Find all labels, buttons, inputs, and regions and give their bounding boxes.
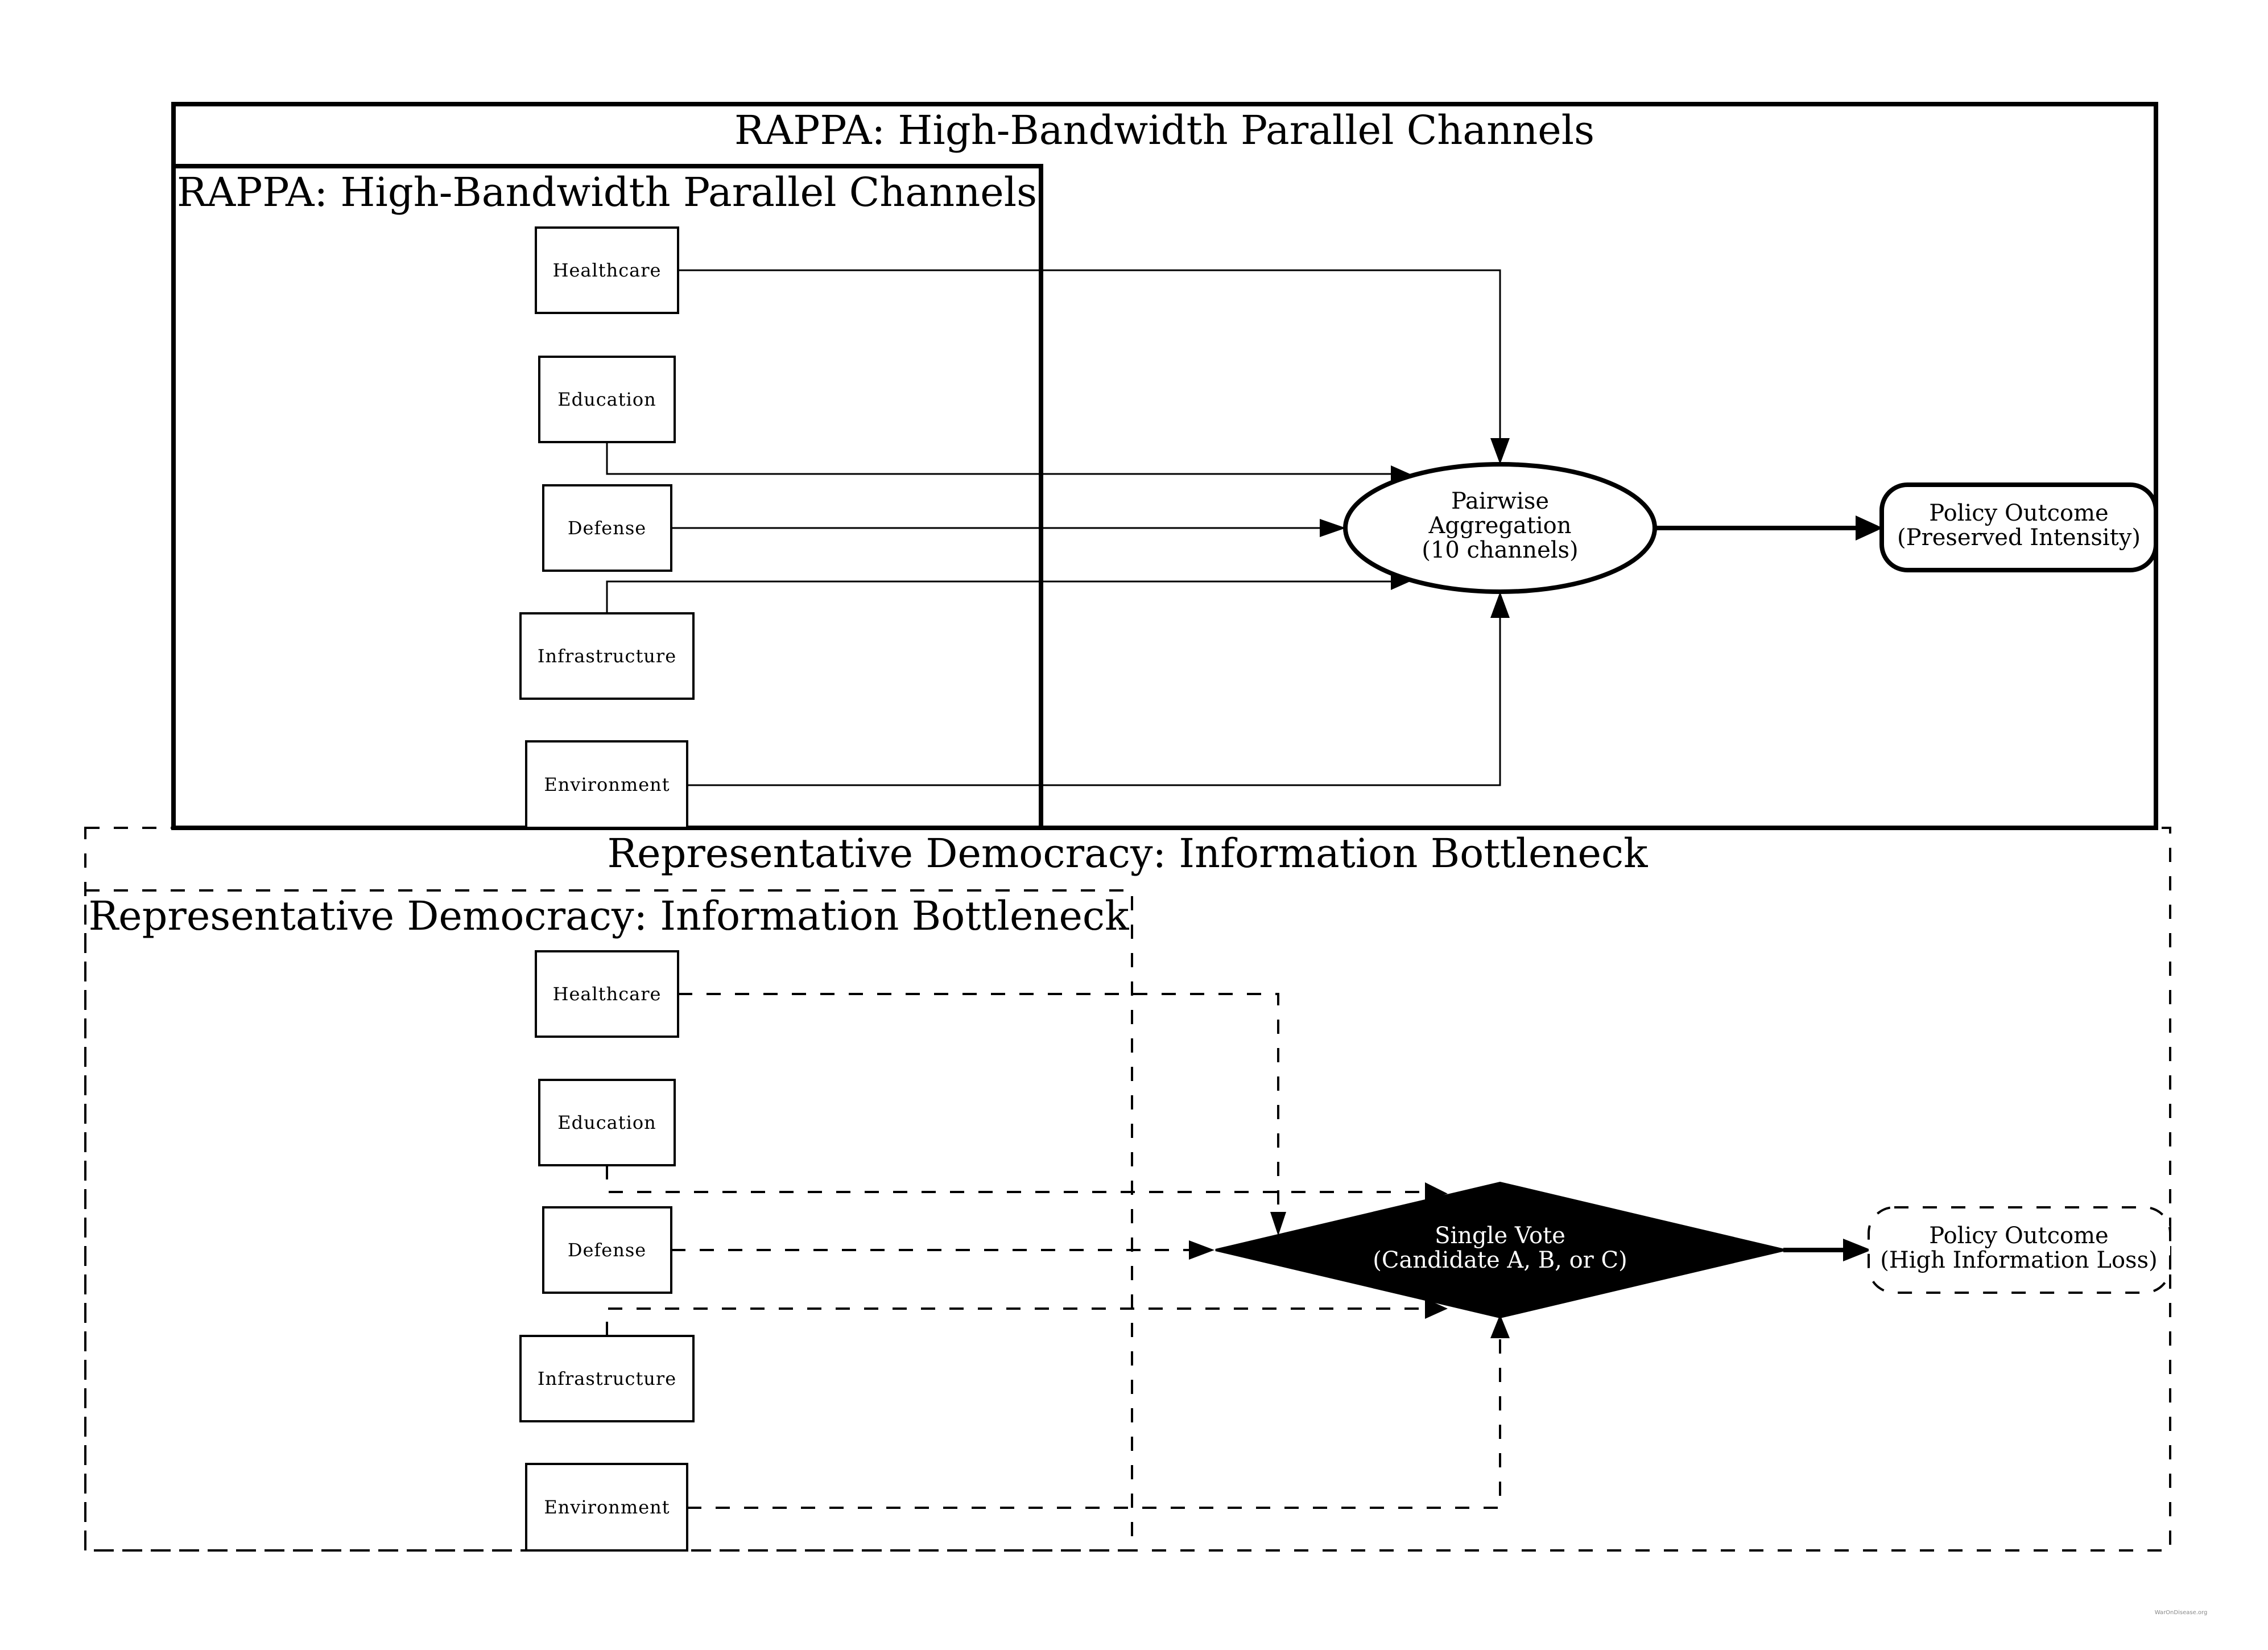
rappa-policy-outcome-node[interactable]: Policy Outcome (Preserved Intensity): [1879, 482, 2158, 572]
representative-input-infrastructure[interactable]: Infrastructure: [519, 1335, 695, 1422]
representative-input-education[interactable]: Education: [538, 1079, 676, 1166]
representative-inner-title: Representative Democracy: Information Bo…: [88, 893, 1129, 939]
arrowhead-down-icon: [1490, 438, 1510, 464]
arrowhead-right-icon: [1843, 1239, 1872, 1261]
edge-environment-to-vote: [687, 1337, 1501, 1509]
node-label-line-1: Pairwise: [1451, 488, 1549, 514]
arrowhead-right-icon: [1425, 1298, 1448, 1319]
representative-input-healthcare[interactable]: Healthcare: [535, 950, 679, 1038]
node-label-line-2: (Candidate A, B, or C): [1373, 1247, 1627, 1273]
node-label: Education: [557, 389, 656, 410]
node-label-line-1: Policy Outcome: [1929, 1223, 2108, 1249]
edge-infrastructure-to-vote: [606, 1307, 1422, 1336]
arrowhead-down-icon: [1270, 1212, 1286, 1236]
rappa-input-education[interactable]: Education: [538, 356, 676, 443]
arrowhead-right-icon: [1189, 1240, 1214, 1260]
rappa-edges: [606, 269, 1860, 786]
node-label-line-1: Single Vote: [1435, 1223, 1565, 1249]
node-label: Environment: [544, 774, 670, 795]
rappa-input-infrastructure[interactable]: Infrastructure: [519, 612, 695, 700]
node-label-line-2: (High Information Loss): [1880, 1247, 2157, 1273]
node-label: Education: [557, 1112, 656, 1133]
edge-environment-to-aggregation: [687, 607, 1501, 786]
node-label: Infrastructure: [538, 645, 676, 667]
node-label-line-1: Policy Outcome: [1929, 500, 2108, 526]
node-label: Environment: [544, 1496, 670, 1518]
representative-input-defense[interactable]: Defense: [542, 1206, 672, 1294]
rappa-pairwise-aggregation-node[interactable]: Pairwise Aggregation (10 channels): [1343, 462, 1657, 594]
node-label: Healthcare: [553, 983, 662, 1005]
arrowhead-up-icon: [1490, 592, 1510, 618]
edge-healthcare-to-aggregation: [678, 269, 1501, 449]
rappa-input-defense[interactable]: Defense: [542, 484, 672, 572]
representative-policy-outcome-node[interactable]: Policy Outcome (High Information Loss): [1868, 1206, 2171, 1294]
edge-healthcare-to-vote: [678, 993, 1279, 1223]
node-label-line-2: (Preserved Intensity): [1897, 525, 2141, 551]
arrowhead-right-icon: [1320, 519, 1346, 537]
rappa-input-environment[interactable]: Environment: [525, 740, 688, 829]
rappa-outer-title: RAPPA: High-Bandwidth Parallel Channels: [734, 107, 1594, 154]
rappa-inner-title: RAPPA: High-Bandwidth Parallel Channels: [177, 169, 1037, 216]
node-label: Defense: [568, 517, 646, 539]
representative-edges: [606, 993, 1501, 1509]
representative-cluster: Representative Democracy: Information Bo…: [84, 827, 2171, 1552]
node-label-line-3: (10 channels): [1422, 537, 1578, 563]
node-label: Infrastructure: [538, 1368, 676, 1389]
representative-arrowheads: [1189, 1182, 1872, 1338]
rappa-input-healthcare[interactable]: Healthcare: [535, 226, 679, 314]
arrowhead-right-icon: [1425, 1182, 1448, 1202]
representative-input-environment[interactable]: Environment: [525, 1463, 688, 1552]
edge-education-to-aggregation: [606, 442, 1405, 475]
arrowhead-up-icon: [1490, 1314, 1510, 1338]
representative-single-vote-node[interactable]: Single Vote (Candidate A, B, or C): [1215, 1181, 1785, 1319]
arrowhead-right-icon: [1856, 515, 1883, 541]
rappa-cluster: RAPPA: High-Bandwidth Parallel Channels …: [171, 102, 2158, 830]
watermark: WarOnDisease.org: [2155, 1610, 2208, 1616]
edge-infrastructure-to-aggregation: [606, 580, 1405, 613]
node-label: Defense: [568, 1239, 646, 1261]
representative-outer-title: Representative Democracy: Information Bo…: [607, 830, 1648, 877]
node-label-line-2: Aggregation: [1428, 513, 1571, 539]
edge-education-to-vote: [606, 1165, 1422, 1193]
node-label: Healthcare: [553, 259, 662, 281]
